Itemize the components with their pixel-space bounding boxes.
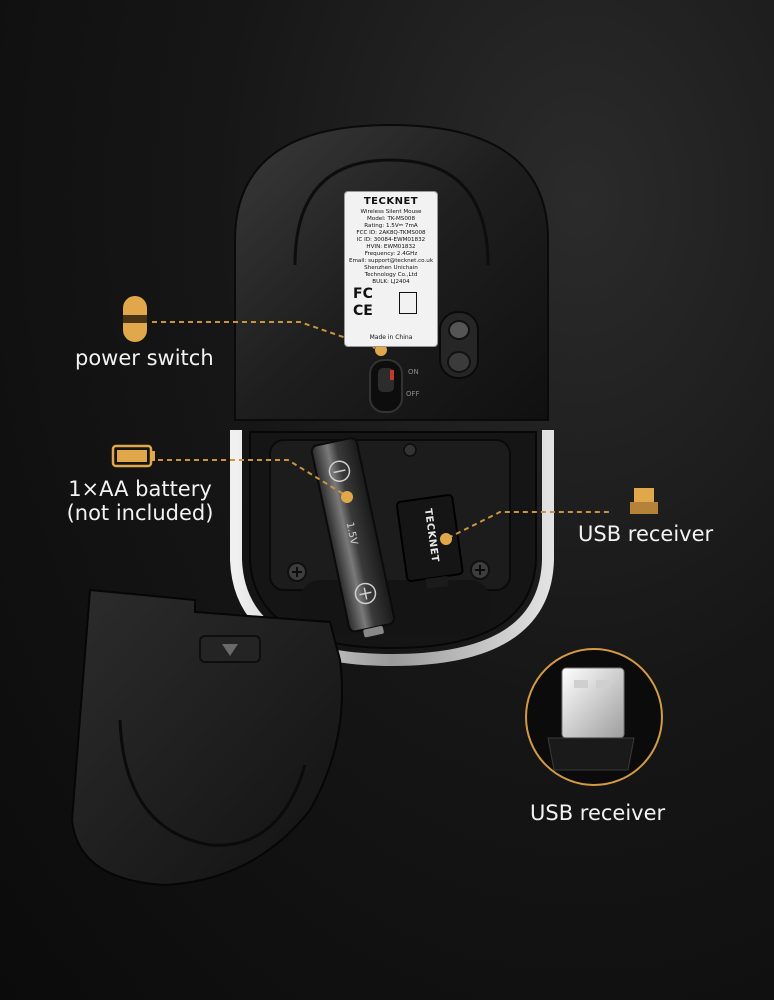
switch-off-mark: OFF <box>406 390 420 398</box>
battery-label-line2: (not included) <box>66 501 214 525</box>
sticker-line: Model: TK-MS008 <box>366 216 416 222</box>
brand-logo: TECKNET <box>363 196 419 207</box>
battery-label-line1: 1×AA battery <box>68 477 212 501</box>
sticker-line: Technology Co.,Ltd <box>364 272 418 278</box>
battery-icon <box>111 444 155 468</box>
sticker-line: Email: support@tecknet.co.uk <box>348 258 434 264</box>
sticker-line: Rating: 1.5V⎓ 7mA <box>364 223 418 229</box>
power-switch-icon <box>123 296 147 342</box>
sticker-line: FCC ID: 2AK8Q-TKMS008 <box>356 230 426 236</box>
weee-bin-icon <box>399 292 417 314</box>
usb-receiver-closeup <box>525 648 663 786</box>
sticker-line: Frequency: 2.4GHz <box>364 251 418 257</box>
switch-on-mark: ON <box>408 368 419 376</box>
battery-cover <box>70 588 343 887</box>
usb-receiver-icon <box>630 488 658 514</box>
usb-receiver-label-bottom: USB receiver <box>530 801 666 825</box>
usb-receiver-label-right: USB receiver <box>578 522 714 546</box>
power-switch-label: power switch <box>75 346 214 370</box>
made-in-text: Made in China <box>369 334 413 341</box>
stowed-usb-receiver <box>395 494 464 589</box>
sticker-line: Shenzhen Unichain <box>364 265 418 271</box>
battery-label: 1×AA battery (not included) <box>64 477 216 525</box>
sticker-line: IC ID: 30084-EWM01832 <box>356 237 426 243</box>
sticker-line: Wireless Silent Mouse <box>360 209 422 215</box>
sticker-line: BULK: LJ2404 <box>372 279 410 285</box>
sticker-line: HVIN: EWM01832 <box>366 244 416 250</box>
